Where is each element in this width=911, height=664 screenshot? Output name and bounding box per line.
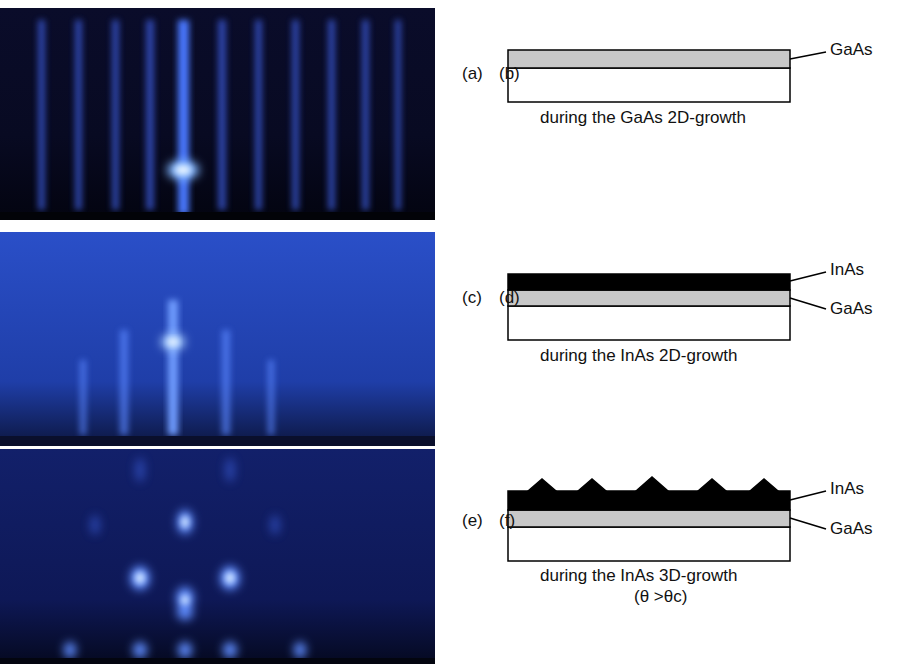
caption-text: during the InAs 3D-growth: [540, 566, 738, 586]
layer-stack: [508, 50, 826, 102]
layer-label: GaAs: [830, 299, 873, 319]
layer-stack: [508, 272, 826, 340]
rheed-image: [0, 449, 435, 664]
caption-text: during the GaAs 2D-growth: [540, 108, 746, 128]
panel-letter: (e): [462, 511, 483, 531]
panel-letter: (d): [499, 288, 520, 308]
caption-text: during the InAs 2D-growth: [540, 346, 738, 366]
rheed-image: [0, 8, 435, 220]
condition-text: (θ >θc): [634, 587, 687, 607]
layer-label: InAs: [830, 260, 864, 280]
panel-letter: (c): [462, 288, 482, 308]
layer-label: GaAs: [830, 519, 873, 539]
layer-label: InAs: [830, 479, 864, 499]
layer-stack: [508, 477, 826, 561]
panel-letter: (b): [499, 64, 520, 84]
rheed-image: [0, 232, 435, 446]
panel-letter: (f): [499, 511, 515, 531]
panel-letter: (a): [462, 64, 483, 84]
layer-label: GaAs: [830, 40, 873, 60]
